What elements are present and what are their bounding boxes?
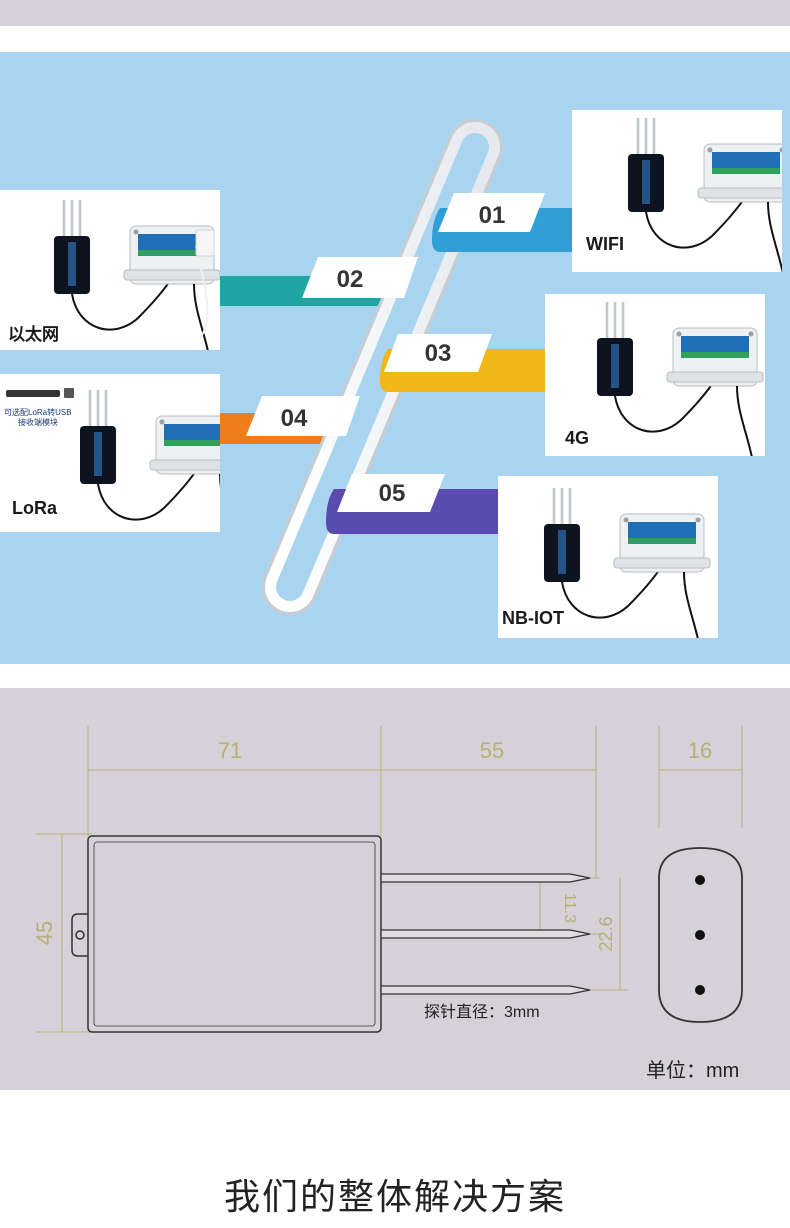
branch-number-04: 04 [281, 405, 308, 432]
card-4g: 4G [545, 294, 765, 456]
dim-height: 45 [32, 921, 57, 945]
dim-probe-length: 55 [480, 738, 504, 763]
top-band [0, 0, 790, 26]
sensor-body-outline [71, 835, 382, 1033]
card-lora: 可选配LoRa转USB 接收端模块 LoRa [0, 374, 220, 532]
tag-05: 05 [337, 474, 445, 512]
dim-body-length: 71 [218, 738, 242, 763]
card-label-lora: LoRa [12, 498, 57, 518]
branch-number-05: 05 [379, 480, 406, 507]
probes [380, 873, 591, 995]
dim-probe-pitch: 11.3 [561, 893, 578, 923]
unit-note: 单位：mm [646, 1059, 739, 1082]
card-label-4g: 4G [565, 428, 590, 448]
section-title: 我们的整体解决方案 [223, 1177, 566, 1218]
communication-options-panel: 01 02 03 04 05 WIFI 以太网 [0, 52, 790, 664]
tag-01: 01 [438, 193, 545, 232]
lora-note-line1: 可选配LoRa转USB [4, 408, 72, 417]
card-label-ethernet: 以太网 [8, 325, 59, 344]
tag-02: 02 [302, 257, 418, 298]
card-label-nbiot: NB-IOT [502, 608, 564, 628]
card-ethernet: 以太网 [0, 190, 220, 350]
card-wifi: WIFI [572, 110, 782, 272]
lora-note: 可选配LoRa转USB 接收端模块 [4, 408, 72, 428]
dimension-drawing-panel: 71 55 16 45 11.3 22.6 探针直径：3mm 单位：mm [0, 688, 790, 1090]
dimension-drawing: 71 55 16 45 11.3 22.6 探针直径：3mm 单位：mm [32, 726, 743, 1082]
probe-diameter-note: 探针直径：3mm [424, 1003, 540, 1021]
branch-number-03: 03 [425, 340, 452, 367]
dim-probe-span: 22.6 [596, 916, 616, 951]
tag-04: 04 [246, 396, 360, 436]
tag-03: 03 [384, 334, 492, 372]
lora-device-image [6, 388, 220, 532]
branch-number-02: 02 [337, 266, 364, 293]
end-view [658, 847, 743, 1023]
card-nbiot: NB-IOT [498, 476, 718, 638]
card-label-wifi: WIFI [586, 234, 624, 254]
communication-diagram: 01 02 03 04 05 [212, 119, 578, 615]
lora-note-line2: 接收端模块 [18, 418, 58, 427]
dim-end-width: 16 [688, 738, 712, 763]
ethernet-device-image [52, 198, 220, 350]
branch-number-01: 01 [479, 202, 506, 229]
